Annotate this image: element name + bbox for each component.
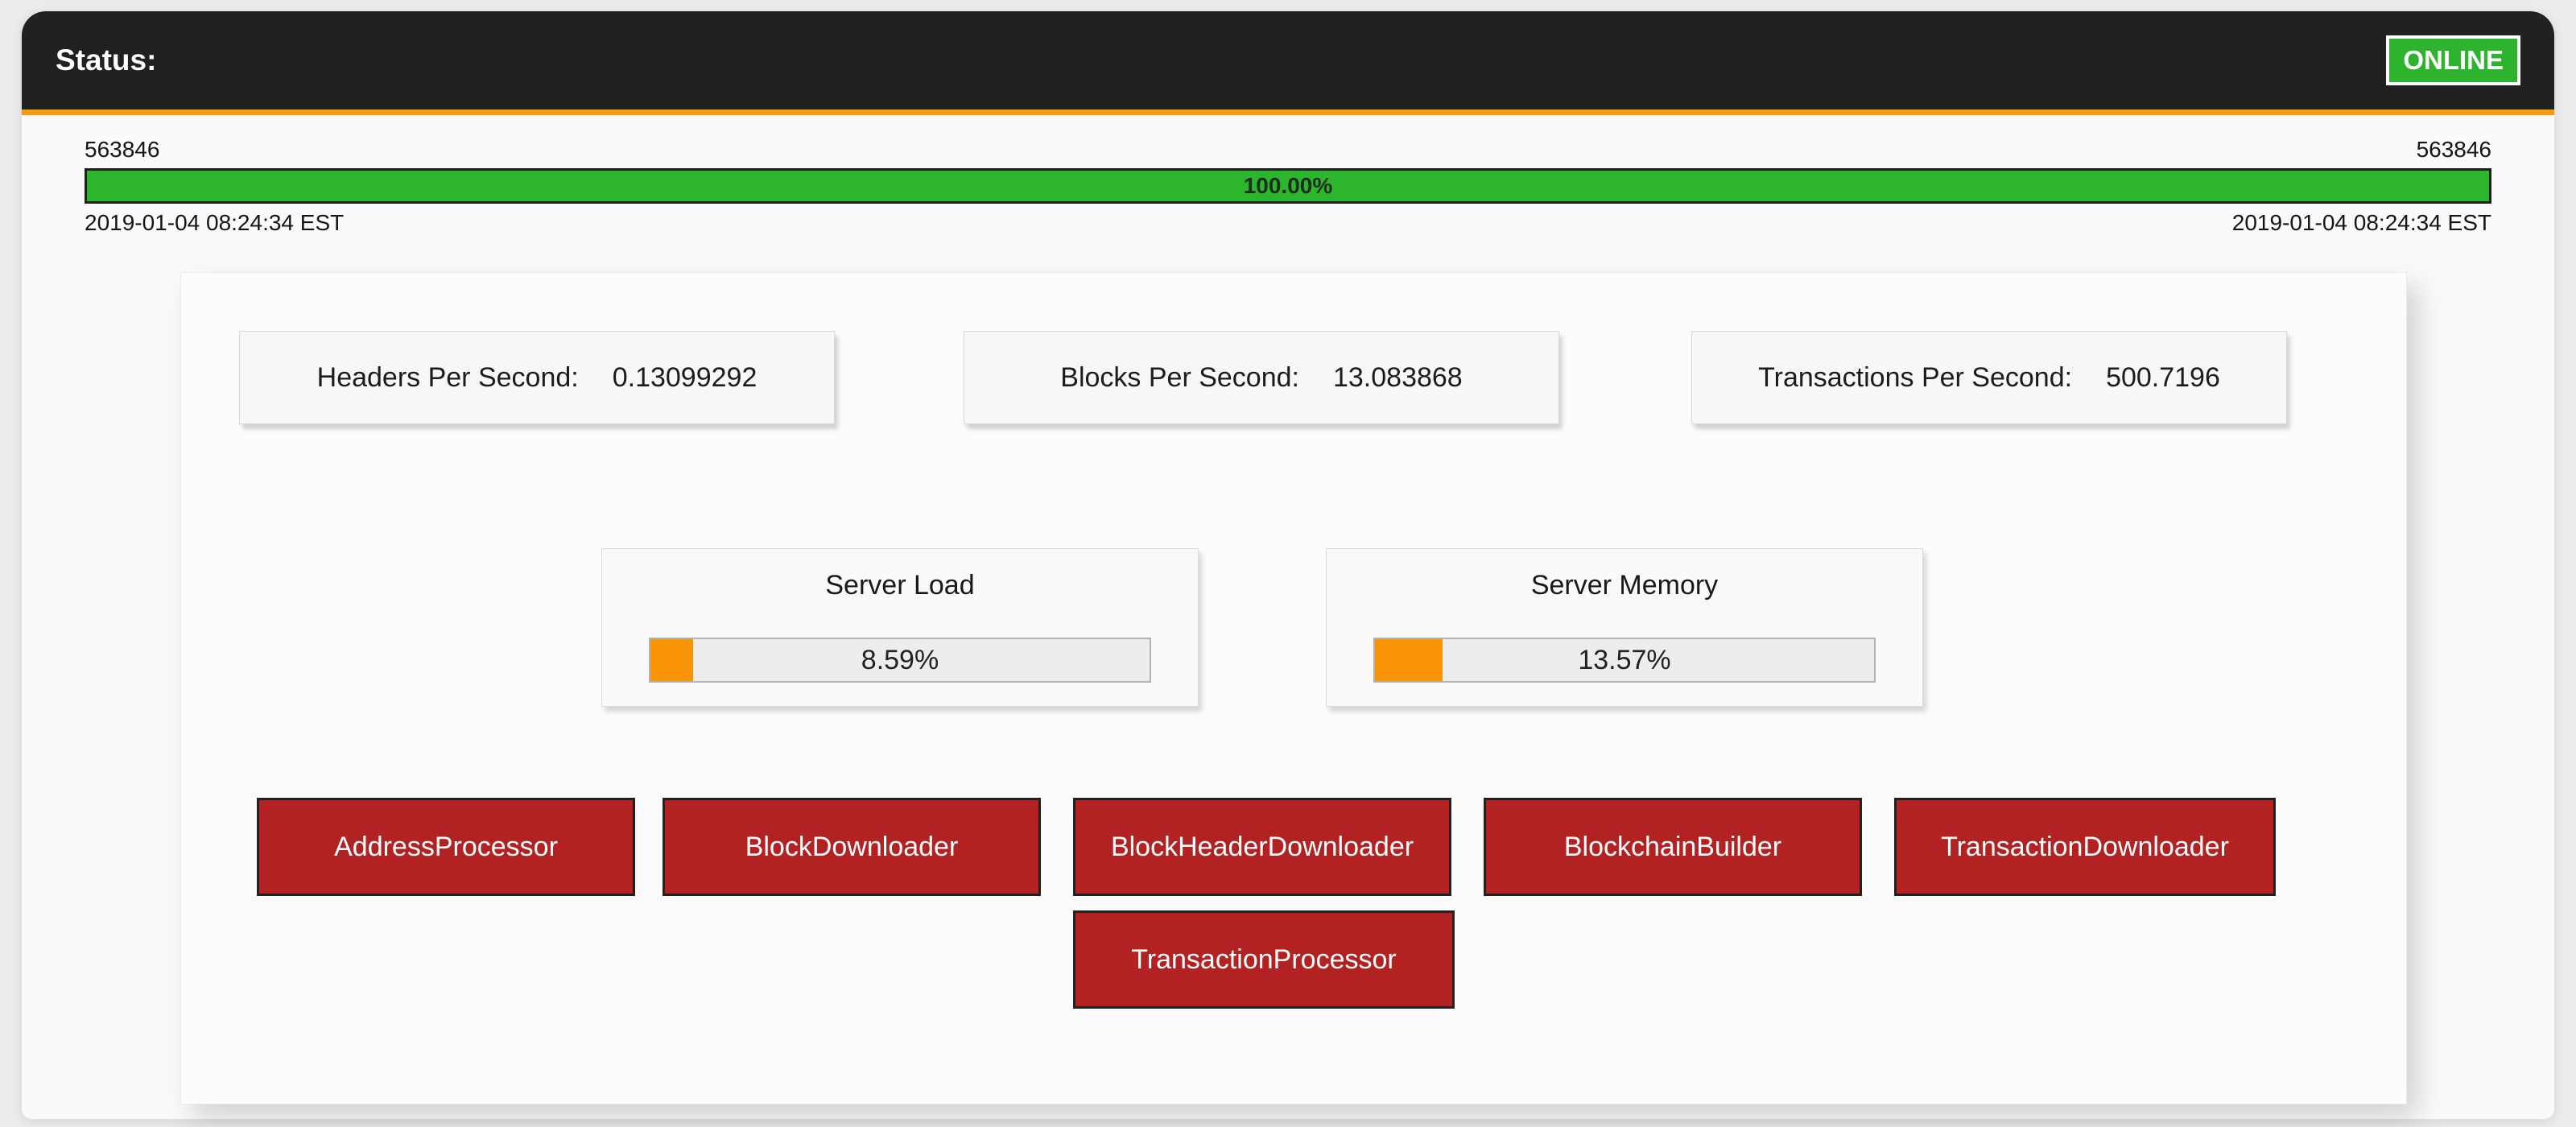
service-button-address-processor[interactable]: AddressProcessor <box>257 798 635 896</box>
status-bar: Status: ONLINE <box>22 11 2554 115</box>
service-button-blockchain-builder[interactable]: BlockchainBuilder <box>1484 798 1862 896</box>
block-height-row: 563846 563846 <box>85 137 2491 163</box>
local-block-height: 563846 <box>85 137 160 162</box>
sync-progress-section: 563846 563846 100.00% 2019-01-04 08:24:3… <box>85 134 2491 236</box>
gauge-title: Server Memory <box>1530 570 1719 601</box>
stat-transactions-per-second: Transactions Per Second: 500.7196 <box>1691 331 2287 424</box>
sync-progress-bar: 100.00% <box>85 168 2491 204</box>
network-block-timestamp: 2019-01-04 08:24:34 EST <box>2231 210 2491 235</box>
gauge-title: Server Load <box>825 570 975 601</box>
stat-headers-per-second: Headers Per Second: 0.13099292 <box>239 331 835 424</box>
stat-label: Blocks Per Second: <box>1060 361 1299 393</box>
sync-progress-fill <box>87 171 2489 201</box>
dashboard-card: Status: ONLINE 563846 563846 100.00% 201… <box>22 11 2554 1119</box>
metrics-panel: Headers Per Second: 0.13099292 Blocks Pe… <box>180 272 2407 1104</box>
stat-value: 13.083868 <box>1332 361 1463 393</box>
server-memory-track: 13.57% <box>1373 638 1876 683</box>
server-memory-gauge: Server Memory 13.57% <box>1326 548 1923 707</box>
service-button-transaction-downloader[interactable]: TransactionDownloader <box>1894 798 2276 896</box>
stat-value: 0.13099292 <box>612 361 758 393</box>
server-load-percent: 8.59% <box>861 644 939 675</box>
stat-value: 500.7196 <box>2106 361 2220 393</box>
server-load-track: 8.59% <box>649 638 1151 683</box>
service-button-transaction-processor[interactable]: TransactionProcessor <box>1073 910 1455 1009</box>
stat-label: Transactions Per Second: <box>1758 361 2073 393</box>
sync-percent-label: 100.00% <box>1243 173 1333 198</box>
status-label: Status: <box>56 43 157 76</box>
server-memory-percent: 13.57% <box>1578 644 1671 675</box>
service-button-block-downloader[interactable]: BlockDownloader <box>663 798 1041 896</box>
server-memory-fill <box>1375 639 1443 681</box>
network-block-height: 563846 <box>2416 137 2491 162</box>
server-load-gauge: Server Load 8.59% <box>601 548 1199 707</box>
online-status-badge: ONLINE <box>2386 35 2520 85</box>
service-button-block-header-downloader[interactable]: BlockHeaderDownloader <box>1073 798 1451 896</box>
block-timestamp-row: 2019-01-04 08:24:34 EST 2019-01-04 08:24… <box>85 210 2491 236</box>
server-load-fill <box>650 639 694 681</box>
local-block-timestamp: 2019-01-04 08:24:34 EST <box>85 210 345 235</box>
stat-label: Headers Per Second: <box>316 361 579 393</box>
stat-blocks-per-second: Blocks Per Second: 13.083868 <box>964 331 1559 424</box>
